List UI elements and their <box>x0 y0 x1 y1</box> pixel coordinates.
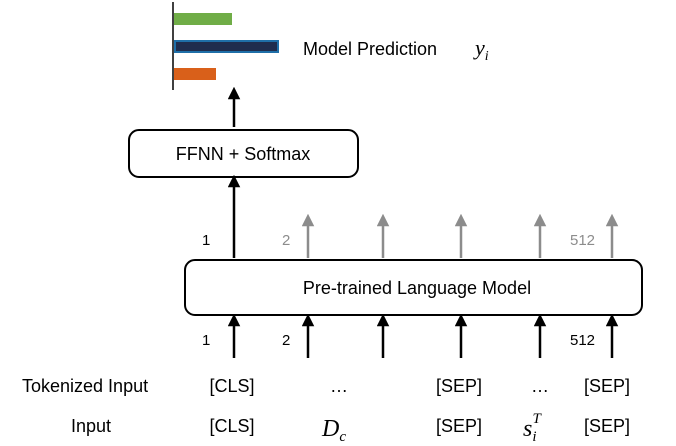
prediction-bar-orange <box>174 68 216 80</box>
tokenized-input-row: Tokenized Input [CLS] … [SEP] … [SEP] <box>22 376 630 396</box>
output-position-2: 2 <box>282 232 290 249</box>
plm-label: Pre-trained Language Model <box>303 278 531 298</box>
ffnn-softmax-label: FFNN + Softmax <box>176 144 311 164</box>
input-arrows <box>227 313 619 358</box>
output-arrows <box>301 213 619 258</box>
plm-box: Pre-trained Language Model <box>184 259 643 316</box>
input-position-2: 2 <box>282 332 290 349</box>
prediction-bar-chart <box>172 2 279 90</box>
prediction-variable: yi <box>473 35 489 64</box>
input-position-512: 512 <box>570 332 595 349</box>
prediction-bar-navy <box>174 40 279 53</box>
output-position-1: 1 <box>202 232 210 249</box>
input-position-1: 1 <box>202 332 210 349</box>
output-position-512: 512 <box>570 232 595 249</box>
ffnn-softmax-box: FFNN + Softmax <box>128 129 359 178</box>
input-sentence-token: siT <box>523 411 543 445</box>
token-sep-2: [SEP] <box>584 376 630 396</box>
input-row: Input [CLS] Dc [SEP] siT [SEP] <box>71 411 630 445</box>
prediction-bar-green <box>174 13 232 25</box>
token-cls: [CLS] <box>209 376 254 396</box>
token-ellipsis-2: … <box>531 376 549 396</box>
input-sep-2: [SEP] <box>584 416 630 436</box>
input-document-context: Dc <box>321 416 346 445</box>
input-sep-1: [SEP] <box>436 416 482 436</box>
input-cls: [CLS] <box>209 416 254 436</box>
tokenized-input-label: Tokenized Input <box>22 376 148 396</box>
token-sep-1: [SEP] <box>436 376 482 396</box>
input-label: Input <box>71 416 111 436</box>
token-ellipsis-1: … <box>330 376 348 396</box>
model-prediction-label: Model Prediction <box>303 39 437 59</box>
